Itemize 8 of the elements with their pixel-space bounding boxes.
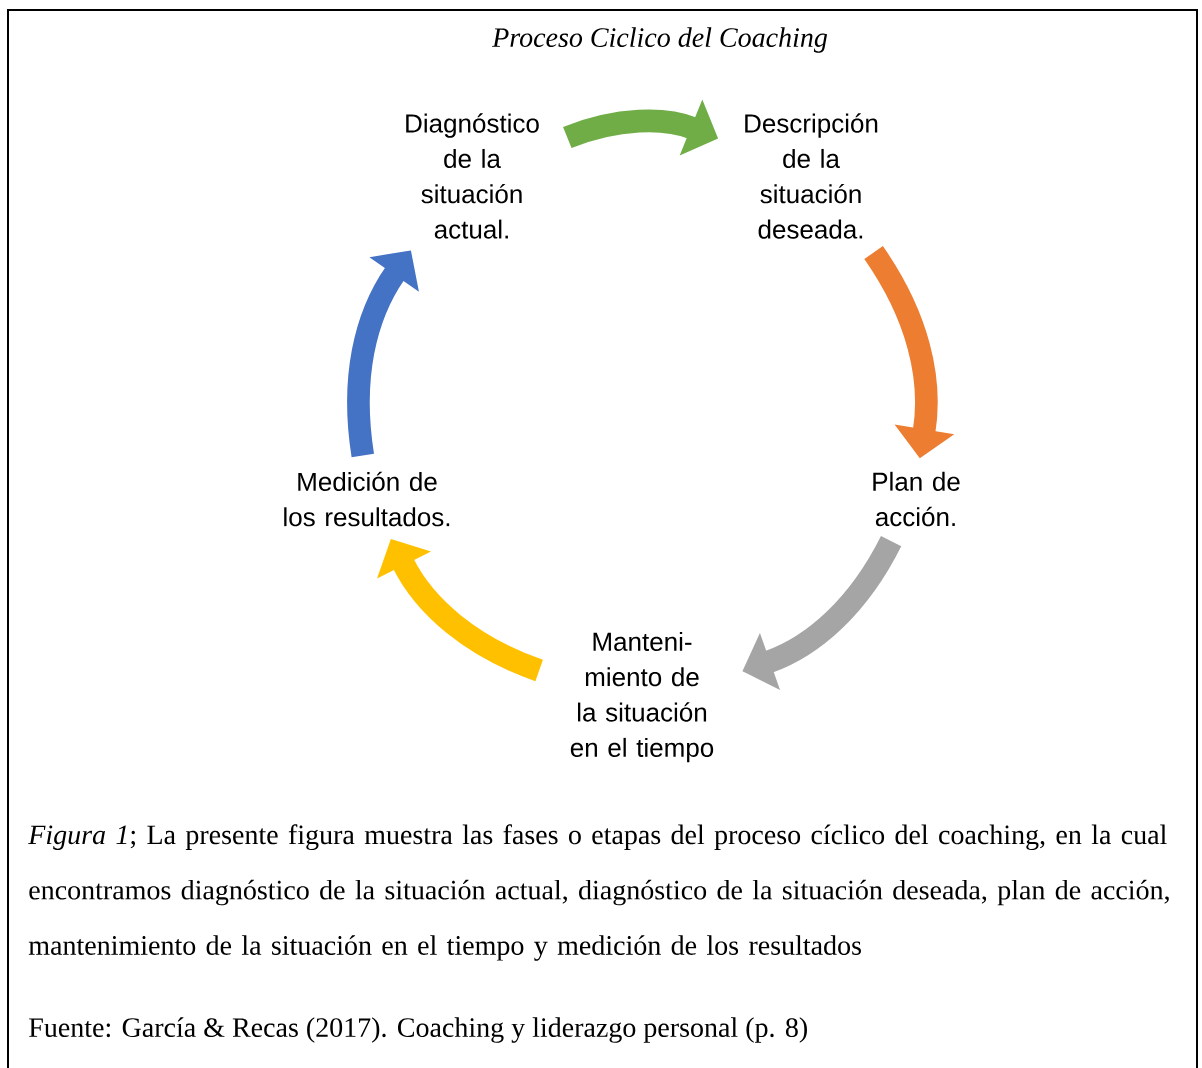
step-text: Manteni- miento de la situación en el tiempo (570, 631, 714, 763)
step-text: Medición de los resultados. (284, 471, 450, 527)
step-text: Plan de acción. (873, 471, 960, 527)
source-note: Fuente: García & Recas (2017). Coaching y liderazgo personal (p. 8) (29, 1017, 807, 1043)
step-text: Diagnóstico de la situación actual. (406, 113, 539, 239)
caption: Figura 1; La presente figura muestra las fases o etapas del proceso cíclico del coaching, en la cual encontramos diagnóstico de la situación actual, diagnóstico de la situación deseada, plan de acción, mantenimiento de la situación en el tiempo y medición de los resultados (28, 824, 1169, 961)
title: Proceso Ciclico del Coaching (492, 27, 828, 53)
step-text: Descripción de la situación deseada. (745, 113, 878, 239)
